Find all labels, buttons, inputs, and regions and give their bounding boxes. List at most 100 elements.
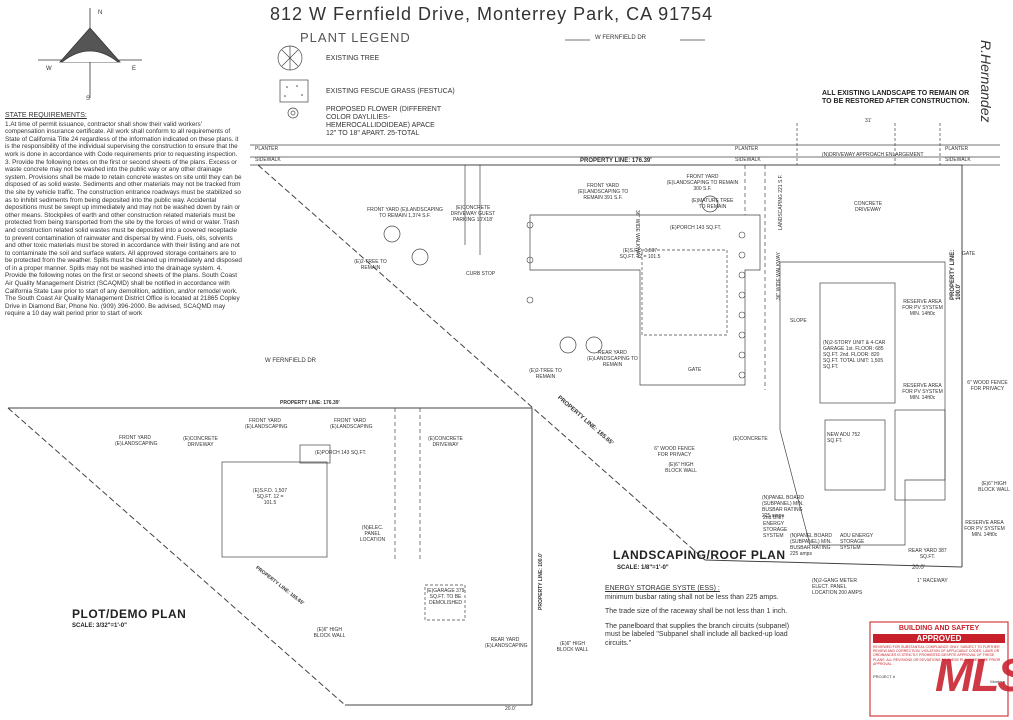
state-requirements: STATE REQUIREMENTS: 1.At time of permit … bbox=[5, 112, 243, 318]
concrete-driveway-2: CONCRETE DRIVEWAY bbox=[853, 201, 883, 213]
block-wall-1: (E)6" HIGH BLOCK WALL bbox=[978, 481, 1010, 493]
wood-fence-1: 6" WOOD FENCE FOR PRIVACY bbox=[967, 380, 1008, 392]
sidewalk-left: SIDEWALK bbox=[255, 157, 281, 163]
demo-block-wall-1: (E)6" HIGH BLOCK WALL bbox=[313, 627, 346, 639]
tree-legend-icon bbox=[277, 45, 303, 71]
approval-stamp: BUILDING AND SAFTEY APPROVED REVIEWED FO… bbox=[873, 625, 1005, 684]
demo-dim-20: 20.0' bbox=[505, 706, 516, 712]
planter-left: PLANTER bbox=[255, 146, 279, 152]
legend-flower-text: PROPOSED FLOWER (DIFFERENT COLOR DAYLILI… bbox=[326, 106, 441, 137]
street-top: W FERNFIELD DR bbox=[595, 35, 646, 41]
storage-1: 2nd UNIT ENERGY STORAGE SYSTEM bbox=[763, 515, 788, 539]
demo-front-yard-3: FRONT YARD (E)LANDSCAPING bbox=[330, 418, 373, 430]
stamp-city: Montere bbox=[990, 679, 1005, 685]
legend-grass-text: EXISTING FESCUE GRASS (FESTUCA) bbox=[326, 88, 455, 95]
reserve-3: RESERVE AREA FOR PV SYSTEM MIN. 14ft0c bbox=[964, 520, 1005, 538]
demo-property-line-top: PROPERTY LINE: 176.39' bbox=[280, 400, 340, 406]
planter-right: PLANTER bbox=[945, 146, 969, 152]
energy-heading: ENERGY STORAGE SYSTE (ESS) : bbox=[605, 585, 720, 592]
state-requirements-heading: STATE REQUIREMENTS: bbox=[5, 112, 87, 119]
panel-1: (N)PANEL BOARD (SUBPANEL) MIN. BUSBAR RA… bbox=[762, 495, 804, 519]
driveway-approach: (N)DRIVEWAY APPROACH ENLARGEMENT bbox=[822, 152, 924, 158]
dim-31: 31' bbox=[865, 118, 872, 124]
sidewalk-mid: SIDEWALK bbox=[735, 157, 761, 163]
sfd: (E)S.F.D. 1,507 SQ.FT. 12 = 101.5 bbox=[619, 248, 661, 260]
west-label: W bbox=[46, 66, 52, 72]
landscaping-plan-scale: SCALE: 1/8"=1'-0" bbox=[617, 565, 669, 571]
front-yard-3: FRONT YARD (E)LANDSCAPING TO REMAIN 300 … bbox=[666, 174, 739, 192]
curb-stop: CURB STOP bbox=[466, 271, 496, 277]
planter-mid: PLANTER bbox=[735, 146, 759, 152]
flower-icon bbox=[526, 221, 746, 379]
north-label: N bbox=[98, 10, 103, 16]
landscape-note: ALL EXISTING LANDSCAPE TO REMAIN OR TO B… bbox=[822, 90, 970, 105]
energy-line-1: minimum busbar rating shall not be less … bbox=[605, 593, 779, 601]
block-wall-2: (E)6" HIGH BLOCK WALL bbox=[665, 462, 697, 474]
demo-porch: (E)PORCH 143 SQ.FT. bbox=[315, 450, 367, 456]
grass-legend-icon bbox=[279, 79, 309, 103]
slope-label: SLOPE bbox=[790, 318, 807, 324]
energy-line-2: The trade size of the raceway shall be n… bbox=[605, 608, 788, 615]
concrete-driveway: (E)CONCRETE DRIVEWAY GUEST PARKING 10'X1… bbox=[450, 205, 496, 223]
wood-fence-2: 6" WOOD FENCE FOR PRIVACY bbox=[654, 446, 695, 458]
landscaping-221: LANDSCAPING 221 S.F. bbox=[778, 174, 784, 230]
reserve-1: RESERVE AREA FOR PV SYSTEM MIN. 14ft0c bbox=[902, 299, 943, 317]
stamp-title: BUILDING AND SAFTEY bbox=[898, 625, 980, 632]
street-left: W FERNFIELD DR bbox=[265, 358, 316, 364]
demo-front-yard-2: FRONT YARD (E)LANDSCAPING bbox=[245, 418, 288, 430]
demo-rear-yard: REAR YARD (E)LANDSCAPING bbox=[485, 637, 528, 649]
demo-front-yard-1: FRONT YARD (E)LANDSCAPING bbox=[115, 435, 158, 447]
tree-remain-2: (E)2-TREE TO REMAIN bbox=[529, 368, 562, 380]
demo-storage: (E)GARAGE 379 SQ.FT. TO BE DEMOLISHED bbox=[426, 588, 465, 606]
rear-yard: REAR YARD (E)LANDSCAPING TO REMAIN bbox=[587, 350, 638, 368]
demo-concrete-1: (E)CONCRETE DRIVEWAY bbox=[183, 436, 218, 448]
sidewalk-right: SIDEWALK bbox=[945, 157, 971, 163]
raceway: 1" RACEWAY bbox=[917, 578, 948, 584]
plant-legend-heading: PLANT LEGEND bbox=[300, 30, 411, 45]
walkway-1: 36" WIDE WALKWAY bbox=[634, 210, 640, 258]
energy-line-3: The panelboard that supplies the branch … bbox=[605, 622, 790, 647]
walkway-2: 36" WIDE WALKWAY bbox=[776, 252, 782, 300]
flower-legend-icon bbox=[287, 107, 299, 119]
reserve-2: RESERVE AREA FOR PV SYSTEM MIN. 14ft0c bbox=[902, 383, 943, 401]
rear-yard-2: REAR YARD 387 SQ.FT. bbox=[908, 548, 947, 560]
demo-plan-title: PLOT/DEMO PLAN bbox=[72, 607, 187, 621]
signature: R.Hernandez bbox=[978, 40, 994, 123]
mature-tree: (E)MATURE TREE TO REMAIN bbox=[691, 198, 734, 210]
mls-watermark-logo: MLS bbox=[935, 649, 1013, 701]
front-yard-1: FRONT YARD (E)LANDSCAPING TO REMAIN 1,37… bbox=[367, 207, 443, 219]
stamp-status: APPROVED bbox=[873, 634, 1005, 643]
north-arrow-icon bbox=[38, 8, 142, 98]
state-requirements-body: 1.At time of permit issuance, contractor… bbox=[5, 120, 242, 318]
landscaping-plan-title: LANDSCAPING/ROOF PLAN bbox=[613, 548, 786, 562]
demo-concrete-2: (E)CONCRETE DRIVEWAY bbox=[428, 436, 463, 448]
gate-2: GATE bbox=[962, 251, 976, 257]
demo-panel: (N)ELEC. PANEL LOCATION bbox=[359, 525, 386, 543]
property-line-top: PROPERTY LINE: 176.39' bbox=[580, 158, 652, 164]
demo-block-wall-2: (E)6" HIGH BLOCK WALL bbox=[556, 641, 589, 653]
gate-1: GATE bbox=[688, 367, 702, 373]
south-label: S bbox=[86, 96, 91, 102]
panel-2: (N)PANEL BOARD (SUBPANEL) MIN. BUSBAR RA… bbox=[790, 533, 832, 557]
meter: (N)2-GANG METER ELECT. PANEL LOCATION 20… bbox=[812, 578, 863, 596]
tree-remain-1: (E)2-TREE TO REMAIN bbox=[354, 259, 387, 271]
stamp-project: PROJECT # bbox=[873, 674, 895, 680]
new-unit: (N)2-STORY UNIT & 4-CAR GARAGE 1st. FLOO… bbox=[823, 340, 886, 370]
energy-notes: ENERGY STORAGE SYSTE (ESS) : minimum bus… bbox=[605, 585, 805, 648]
tree-icon bbox=[383, 195, 719, 354]
dim-20: 20.0' bbox=[912, 565, 925, 571]
demo-property-line-right: PROPERTY LINE: 100.0' bbox=[538, 553, 544, 610]
porch: (E)PORCH 143 SQ.FT. bbox=[670, 225, 722, 231]
stamp-fine-print: REVIEWED FOR SUBSTANTIAL COMPLIANCE ONLY… bbox=[873, 645, 1001, 666]
concrete-e: (E)CONCRETE bbox=[733, 436, 768, 442]
front-yard-2: FRONT YARD (E)LANDSCAPING TO REMAIN 391 … bbox=[577, 183, 629, 201]
page-title: 812 W Fernfield Drive, Monterrey Park, C… bbox=[270, 4, 714, 24]
east-label: E bbox=[132, 66, 137, 72]
demo-sfd: (E)S.F.D. 1,507 SQ.FT. 12 = 101.5 bbox=[252, 488, 288, 506]
new-adu: NEW ADU 752 SQ.FT. bbox=[827, 432, 861, 444]
property-line-right: PROPERTY LINE: 100.0' bbox=[950, 249, 962, 300]
legend-tree-text: EXISTING TREE bbox=[326, 55, 380, 62]
demo-plan-scale: SCALE: 3/32"=1'-0" bbox=[72, 623, 127, 629]
storage-2: ADU ENERGY STORAGE SYSTEM bbox=[840, 533, 873, 551]
